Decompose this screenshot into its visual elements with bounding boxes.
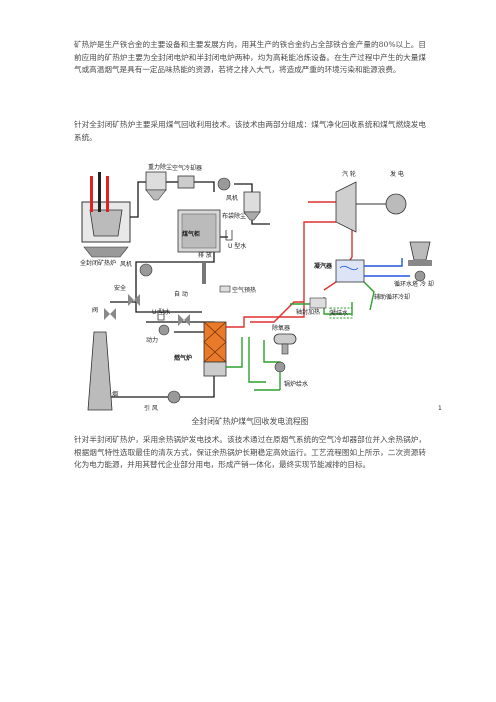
vent-label: 排 放 [198,251,212,259]
makeup-box [329,307,353,319]
air-cooler-label: 空气冷却器 [172,164,202,172]
shaft-heater-label: 轴封加热 [296,308,320,316]
u-seal-2-label: U 型水 [152,308,170,316]
furnace-label: 全封闭矿热炉 [80,259,116,267]
feedwater-pump [274,361,286,373]
page-mark: 1 [438,405,442,412]
valve-label: 阀 [92,306,98,314]
auto-valve-icon [178,314,190,326]
turbine-label: 汽 轮 [342,170,356,178]
fan-2 [139,263,153,277]
intro-paragraph: 矿热炉是生产铁合金的主要设备和主要发展方向，用其生产的铁合金约占全部铁合金产量的… [74,40,426,75]
fan-1-label: 风机 [226,194,238,202]
air-cooler: 空气冷却器 [172,164,202,189]
turbine: 汽 轮 [335,170,357,233]
power-label: 动力 [146,336,158,344]
feedwater-label: 锅炉给水 [284,380,308,388]
furnace-unit: 全封闭矿热炉 [80,172,131,267]
safety-label: 安全 [114,284,126,292]
cold-label: 冷 却 [420,280,434,288]
induced-fan-label: 引 风 [144,404,158,412]
boiler-label: 燃气炉 [174,354,192,362]
diagram-caption: 全封闭矿热炉煤气回收发电流程图 [191,417,309,426]
valve-icon [104,308,116,320]
gas-holder-label: 煤气柜 [182,230,200,238]
air-preheat-label: 空气预热 [232,286,256,294]
generator-label: 发 电 [390,170,404,178]
semi-closed-furnace-paragraph: 针对半封闭矿热炉，采用余热锅炉发电技术。该技术通过在原烟气系统的空气冷却器部位并… [74,435,426,470]
bag-filter-label: 布袋除尘 [222,212,246,220]
gas-boiler: 燃气炉 [174,321,227,377]
gas-holder: 煤气柜 [177,209,221,253]
makeup-label: 凝结水 [330,309,348,317]
condenser: 凝汽器 [314,259,365,283]
power-fan [158,324,170,336]
gravity-dust-collector: 重力除尘 [145,163,172,201]
fan-1 [217,177,231,191]
generator: 发 电 [356,170,407,215]
safety-valve-icon [128,294,140,306]
vent-stack [202,262,206,284]
closed-furnace-paragraph: 针对全封闭矿热炉主要采用煤气回收利用技术。该技术由两部分组成：煤气净化回收系统和… [74,120,426,142]
bag-filter: 布袋除尘 [222,191,261,221]
chimney: 烟 [87,331,118,411]
shaft-heater [309,297,327,309]
u-seal-1-label: U 型水 [228,242,246,250]
condenser-label: 凝汽器 [314,262,333,270]
deaerator-label: 除氧器 [272,324,290,332]
fan-2-label: 风机 [120,260,132,268]
aux-cooling-label: 辅助循环冷却 [374,293,410,301]
induced-fan [167,390,181,404]
cooling-tower-label: 循环水塔 [394,280,418,288]
auto-label: 自 动 [174,290,188,298]
gas-recovery-flow-diagram: 全封闭矿热炉 重力除尘 空气冷却器 风机 布袋除尘 煤气柜 [74,162,444,412]
cooling-lines [364,258,410,277]
cooling-tower: 循环水塔 冷 却 [394,241,434,288]
gravity-dust-label: 重力除尘 [148,163,172,171]
chimney-label: 烟 [112,390,118,398]
deaerator: 除氧器 [272,324,297,355]
